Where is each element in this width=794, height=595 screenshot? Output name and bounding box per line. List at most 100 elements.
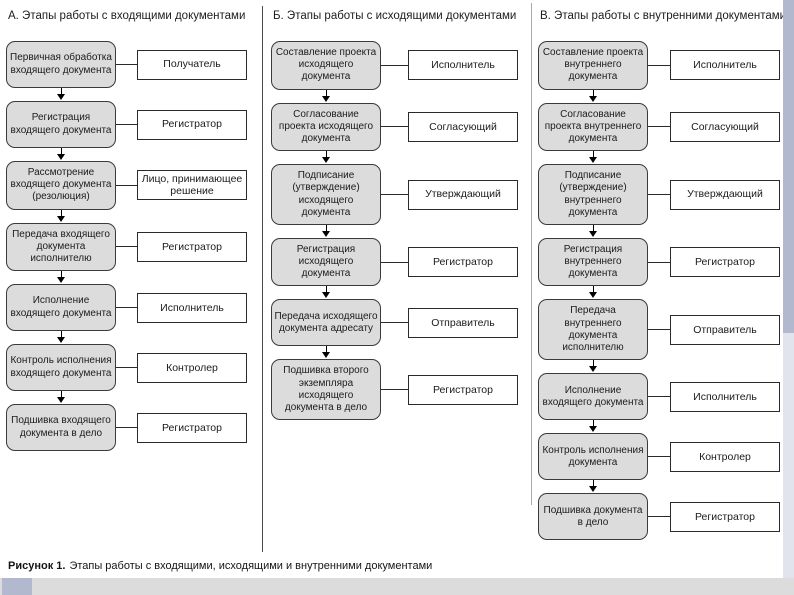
role-box: Контролер (137, 352, 247, 383)
column-outgoing-documents: Б. Этапы работы с исходящими документами… (271, 8, 518, 421)
connector-line (648, 516, 670, 518)
flowchart-internal: Составление проекта внутреннего документ… (538, 41, 780, 541)
role-box: Регистратор (137, 231, 247, 262)
arrow-down-icon (6, 209, 116, 223)
stage-box: Рассмотрение входящего документа (резолю… (6, 161, 116, 210)
role-box: Получатель (137, 49, 247, 80)
workflow-row: Составление проекта исходящего документа… (271, 41, 518, 90)
connector-line (116, 124, 137, 125)
workflow-row: Подшивка второго экземпляра исходящего д… (271, 359, 518, 421)
flowchart-outgoing: Составление проекта исходящего документа… (271, 41, 518, 421)
workflow-row: Рассмотрение входящего документа (резолю… (6, 161, 247, 210)
workflow-row: Подписание (утверждение) исходящего доку… (271, 164, 518, 225)
connector-line (116, 307, 137, 309)
workflow-row: Контроль исполнения документа Контролер (538, 433, 780, 481)
arrow-down-icon (538, 89, 648, 103)
arrow-down-icon (271, 224, 381, 238)
role-box: Регистратор (408, 374, 518, 405)
connector-line (648, 456, 670, 458)
connector-line (116, 64, 137, 65)
column-title: Б. Этапы работы с исходящими документами (273, 10, 517, 22)
stage-box: Регистрация входящего документа (6, 101, 116, 148)
role-box: Согласующий (670, 111, 780, 142)
workflow-row: Исполнение входящего документа Исполнител… (538, 373, 780, 421)
workflow-row: Составление проекта внутреннего документ… (538, 41, 780, 90)
role-box: Лицо, принимающее решение (137, 170, 247, 201)
workflow-row: Регистрация исходящего документа Регистра… (271, 237, 518, 287)
arrow-down-icon (538, 286, 648, 299)
bottom-bar (0, 578, 794, 595)
stage-box: Согласование проекта исходящего документ… (271, 102, 381, 152)
role-box: Утверждающий (670, 179, 780, 210)
column-title: А. Этапы работы с входящими документами (8, 10, 246, 22)
figure-caption-label: Рисунок 1. (8, 560, 66, 572)
connector-line (648, 261, 670, 263)
workflow-row: Регистрация входящего документа Регистрат… (6, 101, 247, 148)
figure-caption-text: Этапы работы с входящими, исходящими и в… (69, 560, 433, 572)
role-box: Отправитель (408, 307, 518, 338)
arrow-down-icon (538, 360, 648, 373)
workflow-row: Контроль исполнения входящего документа К… (6, 344, 247, 392)
arrow-down-icon (6, 391, 116, 404)
stage-box: Передача внутреннего документа исполните… (538, 299, 648, 361)
workflow-row: Согласование проекта внутреннего докумен… (538, 102, 780, 152)
arrow-down-icon (538, 480, 648, 493)
column-internal-documents: В. Этапы работы с внутренними документам… (538, 8, 787, 541)
workflow-row: Исполнение входящего документа Исполнител… (6, 284, 247, 332)
role-box: Регистратор (670, 501, 780, 532)
role-box: Исполнитель (408, 50, 518, 81)
page-edge-strip (783, 0, 794, 333)
arrow-down-icon (6, 331, 116, 344)
workflow-row: Подписание (утверждение) внутреннего док… (538, 164, 780, 225)
connector-line (648, 396, 670, 398)
stage-box: Регистрация исходящего документа (271, 237, 381, 287)
stage-box: Согласование проекта внутреннего докумен… (538, 102, 648, 152)
role-box: Согласующий (408, 111, 518, 142)
role-box: Контролер (670, 441, 780, 472)
arrow-down-icon (271, 89, 381, 103)
connector-line (648, 126, 670, 128)
arrow-down-icon (271, 346, 381, 359)
role-box: Регистратор (137, 109, 247, 140)
arrow-down-icon (6, 271, 116, 284)
column-divider (531, 3, 532, 505)
role-box: Исполнитель (137, 292, 247, 323)
stage-box: Составление проекта внутреннего документ… (538, 41, 648, 90)
stage-box: Передача входящего документа исполнителю (6, 222, 116, 272)
workflow-row: Передача внутреннего документа исполните… (538, 299, 780, 361)
stage-box: Подписание (утверждение) исходящего доку… (271, 164, 381, 225)
connector-line (381, 126, 408, 128)
workflow-row: Передача исходящего документа адресату От… (271, 299, 518, 347)
role-box: Регистратор (408, 247, 518, 278)
workflow-row: Передача входящего документа исполнителю… (6, 222, 247, 272)
workflow-row: Согласование проекта исходящего документ… (271, 102, 518, 152)
role-box: Исполнитель (670, 381, 780, 412)
stage-box: Исполнение входящего документа (538, 373, 648, 421)
arrow-down-icon (538, 224, 648, 238)
arrow-down-icon (6, 148, 116, 161)
connector-line (648, 194, 670, 195)
page-edge-strip (783, 333, 794, 578)
arrow-down-icon (271, 286, 381, 299)
connector-line (381, 64, 408, 66)
arrow-down-icon (6, 88, 116, 101)
connector-line (648, 329, 670, 331)
role-box: Регистратор (670, 247, 780, 278)
role-box: Регистратор (137, 412, 247, 443)
arrow-down-icon (538, 420, 648, 433)
connector-line (116, 367, 137, 369)
stage-box: Контроль исполнения входящего документа (6, 344, 116, 392)
stage-box: Исполнение входящего документа (6, 284, 116, 332)
stage-box: Контроль исполнения документа (538, 433, 648, 481)
corner-accent (2, 578, 32, 595)
connector-line (381, 389, 408, 391)
column-title: В. Этапы работы с внутренними документам… (540, 10, 787, 22)
stage-box: Подписание (утверждение) внутреннего док… (538, 164, 648, 225)
role-box: Утверждающий (408, 179, 518, 210)
stage-box: Передача исходящего документа адресату (271, 299, 381, 347)
